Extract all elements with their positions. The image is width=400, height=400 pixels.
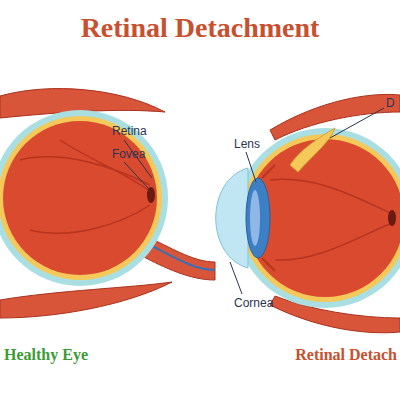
eye-interior (3, 121, 157, 275)
fovea-spot (147, 187, 155, 203)
part-label: Retina (112, 124, 147, 138)
lens-highlight (250, 190, 260, 246)
leader-line (230, 262, 242, 294)
retina-layer (241, 134, 400, 302)
blood-vessel (20, 140, 150, 233)
detached-retina (290, 128, 335, 172)
eye-interior (246, 139, 400, 297)
lens (246, 178, 270, 258)
leader-line (124, 162, 149, 189)
leader-line (246, 152, 256, 182)
retina-layer (0, 116, 162, 280)
part-label: Lens (234, 137, 260, 151)
sclera (0, 110, 168, 286)
blood-vessel (270, 179, 395, 260)
ciliary-body (262, 258, 275, 271)
eye-caption: Retinal Detach (295, 346, 397, 364)
eye-muscle (0, 282, 172, 318)
part-label: Fovea (112, 147, 145, 161)
part-label: D (386, 96, 395, 110)
eye-caption: Healthy Eye (4, 346, 88, 364)
part-label: Cornea (234, 296, 273, 310)
leader-line (330, 108, 384, 138)
nerve-vessel (152, 246, 215, 270)
cornea (216, 168, 248, 268)
sclera (235, 128, 400, 308)
ciliary-body (262, 165, 275, 178)
fovea-spot (388, 210, 396, 226)
diagram-title: Retinal Detachment (0, 12, 400, 44)
